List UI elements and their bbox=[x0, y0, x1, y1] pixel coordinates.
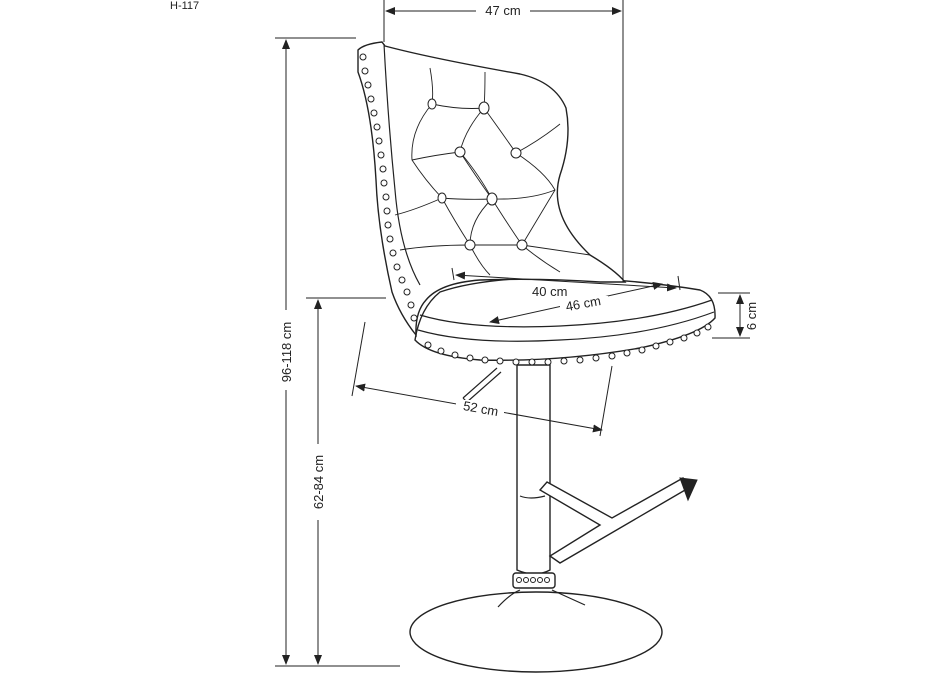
backrest-edge-studs bbox=[359, 53, 418, 322]
dim-seat-depth-label: 46 cm bbox=[564, 293, 601, 314]
dim-total-height: 96-118 cm bbox=[275, 37, 400, 667]
base-disk bbox=[409, 589, 663, 673]
dim-overall-depth-label: 52 cm bbox=[462, 398, 499, 419]
height-lever bbox=[462, 367, 502, 403]
dim-seat-height-label: 62-84 cm bbox=[311, 455, 326, 509]
dim-overall-depth: 52 cm bbox=[351, 321, 613, 437]
dim-width-top: 47 cm bbox=[383, 0, 624, 282]
dim-width-top-label: 47 cm bbox=[485, 3, 520, 18]
tufting-buttons bbox=[427, 98, 528, 251]
model-code: H-117 bbox=[170, 0, 200, 12]
dim-seat-height: 62-84 cm bbox=[306, 297, 386, 665]
dim-seat-depth: 46 cm bbox=[489, 282, 663, 324]
gas-column bbox=[512, 364, 556, 589]
footrest bbox=[538, 477, 698, 564]
dim-seat-thickness: 6 cm bbox=[712, 292, 759, 339]
dim-total-height-label: 96-118 cm bbox=[279, 322, 294, 382]
seat-stud-row bbox=[424, 323, 712, 366]
dim-seat-thickness-label: 6 cm bbox=[744, 302, 759, 330]
